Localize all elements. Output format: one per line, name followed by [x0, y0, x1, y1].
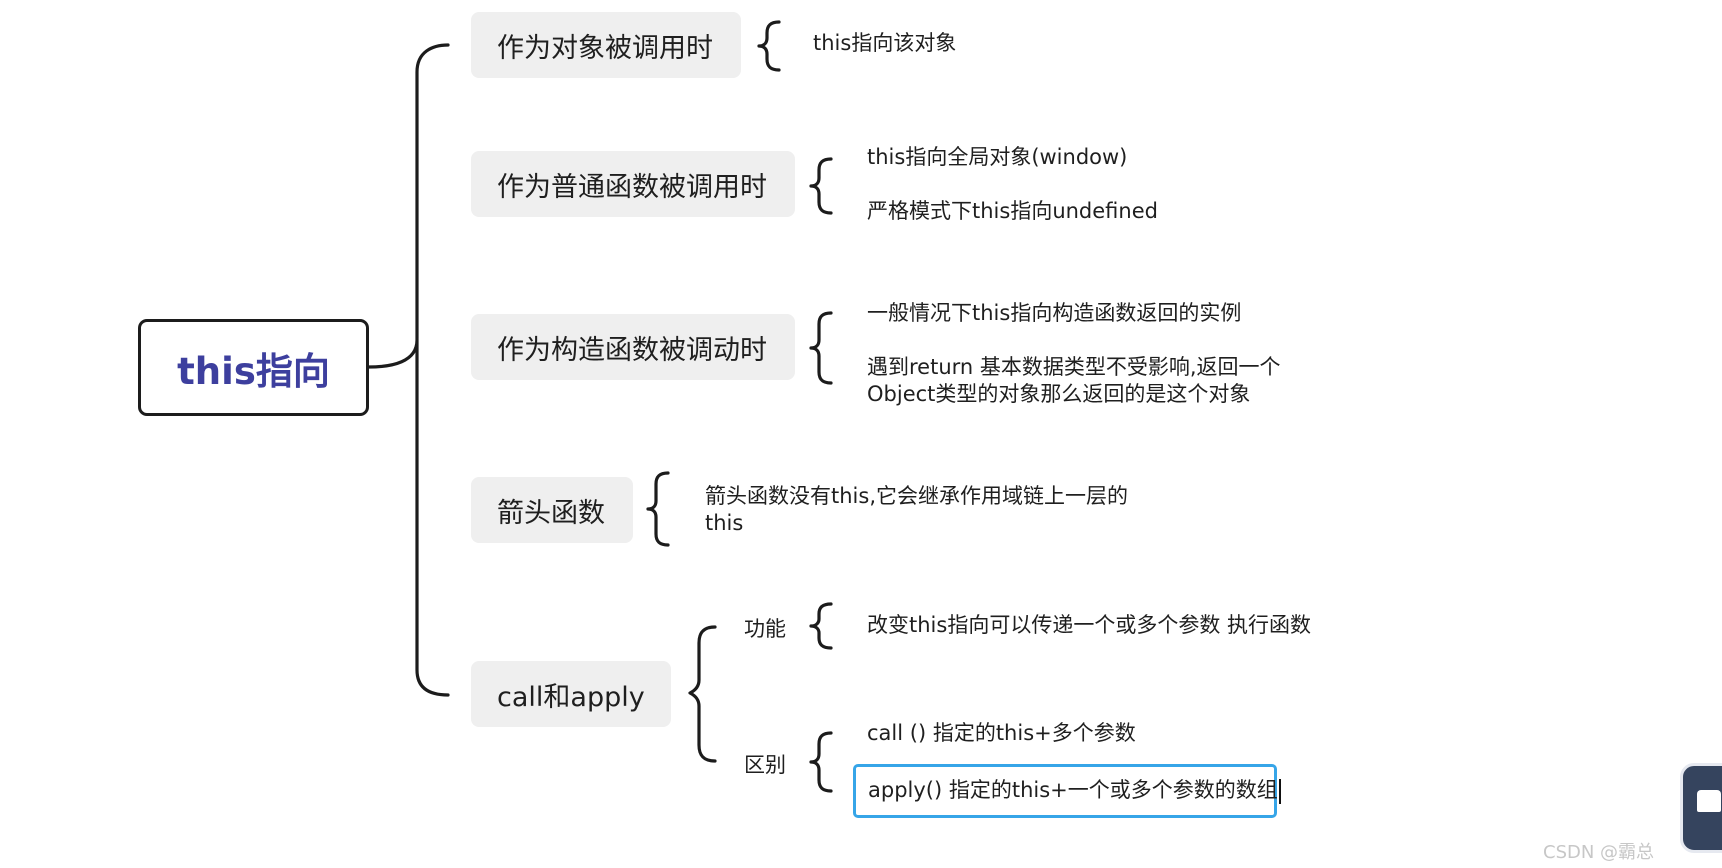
shirt-icon[interactable] — [1680, 763, 1722, 853]
brace-branch-3 — [809, 311, 833, 385]
subtopic-difference[interactable]: 区别 — [744, 753, 786, 777]
text-caret — [1278, 778, 1281, 804]
topic-label: call和apply — [497, 681, 645, 713]
brace-branch-4 — [646, 471, 670, 547]
topic-label: 作为构造函数被调动时 — [497, 334, 767, 366]
topic-label: 箭头函数 — [497, 497, 605, 529]
topic-arrow-function[interactable]: 箭头函数 — [471, 477, 633, 543]
topic-label: 作为普通函数被调用时 — [497, 171, 767, 203]
leaf-line-1: 遇到return 基本数据类型不受影响,返回一个 — [867, 355, 1281, 379]
leaf-return-primitive[interactable]: 遇到return 基本数据类型不受影响,返回一个 Object类型的对象那么返回… — [867, 354, 1281, 408]
root-brace — [367, 43, 450, 697]
leaf-line-2: this — [705, 511, 744, 535]
leaf-apply-text: apply() 指定的this+一个或多个参数的数组 — [868, 778, 1278, 802]
topic-called-as-method[interactable]: 作为对象被调用时 — [471, 12, 741, 78]
leaf-constructor-instance[interactable]: 一般情况下this指向构造函数返回的实例 — [867, 301, 1242, 325]
root-topic-label: this指向 — [177, 349, 330, 393]
leaf-call-apply-purpose[interactable]: 改变this指向可以传递一个或多个参数 执行函数 — [867, 613, 1311, 637]
brace-branch-5 — [688, 625, 717, 763]
leaf-apply-signature-selected[interactable]: apply() 指定的this+一个或多个参数的数组 — [853, 764, 1281, 818]
brace-branch-1 — [757, 20, 781, 72]
leaf-this-is-window[interactable]: this指向全局对象(window) — [867, 145, 1128, 169]
root-topic[interactable]: this指向 — [138, 319, 369, 416]
leaf-line-1: 箭头函数没有this,它会继承作用域链上一层的 — [705, 484, 1128, 508]
brace-branch-2 — [809, 157, 833, 215]
leaf-line-2: Object类型的对象那么返回的是这个对象 — [867, 382, 1251, 406]
topic-label: 作为对象被调用时 — [497, 32, 713, 64]
brace-sub-2 — [809, 731, 833, 793]
leaf-this-is-object[interactable]: this指向该对象 — [813, 31, 957, 55]
topic-called-as-function[interactable]: 作为普通函数被调用时 — [471, 151, 795, 217]
leaf-strict-mode-undefined[interactable]: 严格模式下this指向undefined — [867, 199, 1158, 223]
watermark: CSDN @霸总 — [1543, 842, 1655, 863]
subtopic-function[interactable]: 功能 — [744, 617, 786, 641]
topic-call-and-apply[interactable]: call和apply — [471, 661, 671, 727]
leaf-call-signature[interactable]: call () 指定的this+多个参数 — [867, 721, 1136, 745]
leaf-arrow-this[interactable]: 箭头函数没有this,它会继承作用域链上一层的 this — [705, 483, 1128, 537]
topic-called-as-constructor[interactable]: 作为构造函数被调动时 — [471, 314, 795, 380]
brace-sub-1 — [809, 602, 833, 650]
